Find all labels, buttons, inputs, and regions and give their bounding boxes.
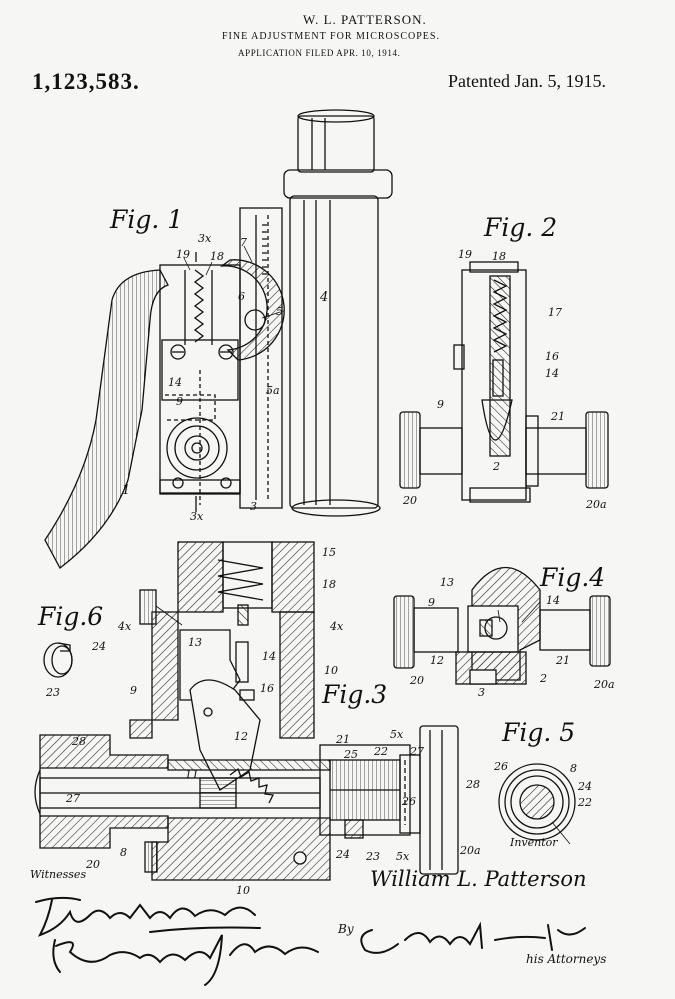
ref-label: 20a xyxy=(460,844,481,857)
ref-label: 5a xyxy=(266,384,280,397)
patent-number: 1,123,583. xyxy=(32,69,140,94)
ref-label: 19 xyxy=(458,248,472,261)
ref-label: 9 xyxy=(130,684,137,697)
ref-label: 14 xyxy=(168,376,182,389)
ref-label: 18 xyxy=(210,250,224,263)
ref-label: 23 xyxy=(366,850,380,863)
ref-label: 7 xyxy=(240,236,247,249)
ref-label: 10 xyxy=(236,884,250,897)
ref-label: 23 xyxy=(46,686,60,699)
fig4-label: Fig.4 xyxy=(540,563,606,592)
ref-label: 21 xyxy=(336,733,350,746)
ref-label: 21 xyxy=(556,654,570,667)
ref-label: 22 xyxy=(374,745,388,758)
patent-title: FINE ADJUSTMENT FOR MICROSCOPES. xyxy=(222,31,440,42)
ref-label: 15 xyxy=(322,546,336,559)
ref-label: 26 xyxy=(402,795,416,808)
witness-signature-1 xyxy=(35,896,261,937)
ref-label: 26 xyxy=(494,760,508,773)
fig6-label: Fig.6 xyxy=(38,602,104,631)
ref-label: 17 xyxy=(548,306,562,319)
ref-label: 28 xyxy=(466,778,480,791)
inventor-name: W. L. PATTERSON. xyxy=(303,12,427,27)
ref-label: 28 xyxy=(72,735,86,748)
ref-label: 9 xyxy=(176,395,183,408)
ref-label: 20a xyxy=(594,678,615,691)
ref-label: 3x xyxy=(198,232,212,245)
ref-label: 2 xyxy=(493,460,500,473)
patent-date: Patented Jan. 5, 1915. xyxy=(448,71,606,91)
ref-label: 11 xyxy=(185,768,199,781)
fig3-drawing xyxy=(34,541,459,881)
ref-label: 10 xyxy=(324,664,338,677)
fig5-drawing xyxy=(498,763,576,841)
ref-label: 27 xyxy=(66,792,80,805)
ref-label: 24 xyxy=(578,780,592,793)
ref-label: 19 xyxy=(176,248,190,261)
ref-label: 25 xyxy=(344,748,358,761)
witnesses-label: Witnesses xyxy=(30,868,87,881)
ref-label: 1 xyxy=(122,483,131,498)
fig2-drawing xyxy=(399,261,609,503)
ref-label: 21 xyxy=(551,410,565,423)
ref-label: 16 xyxy=(260,682,274,695)
application-filed: APPLICATION FILED APR. 10, 1914. xyxy=(238,48,401,58)
ref-label: 9 xyxy=(437,398,444,411)
inventor-label: Inventor xyxy=(510,836,558,849)
fig4-drawing xyxy=(393,566,611,685)
ref-label: 8 xyxy=(120,846,127,859)
ref-label: 27 xyxy=(410,745,424,758)
ref-label: 4 xyxy=(320,290,329,305)
fig1-drawing xyxy=(44,109,393,569)
ref-label: 20 xyxy=(410,674,424,687)
ref-label: 14 xyxy=(546,594,560,607)
ref-label: 18 xyxy=(322,578,336,591)
ref-label: 13 xyxy=(440,576,454,589)
ref-label: 13 xyxy=(188,636,202,649)
ref-label: 2 xyxy=(540,672,547,685)
fig1-label: Fig. 1 xyxy=(110,205,184,234)
ref-label: 3 xyxy=(478,686,485,699)
fig6-drawing xyxy=(43,642,73,678)
ref-label: 5 xyxy=(276,305,283,318)
fig2-label: Fig. 2 xyxy=(484,213,558,242)
ref-label: 12 xyxy=(234,730,248,743)
ref-label: 9 xyxy=(428,596,435,609)
ref-label: 18 xyxy=(492,250,506,263)
witness-signature-2 xyxy=(52,934,319,986)
ref-label: 14 xyxy=(545,367,559,380)
attorney-signature xyxy=(360,921,586,954)
ref-label: 4x xyxy=(118,620,132,633)
ref-label: 3 xyxy=(250,500,257,513)
ref-label: 20 xyxy=(403,494,417,507)
ref-label: 6 xyxy=(238,290,245,303)
ref-label: 24 xyxy=(92,640,106,653)
ref-label: 5x xyxy=(396,850,410,863)
fig3-label: Fig.3 xyxy=(322,680,388,709)
fig5-label: Fig. 5 xyxy=(502,718,576,747)
ref-label: 20 xyxy=(86,858,100,871)
ref-label: 12 xyxy=(430,654,444,667)
by-label: By xyxy=(338,922,354,936)
ref-label: 3x xyxy=(190,510,204,523)
ref-label: 24 xyxy=(336,848,350,861)
attorneys-label: his Attorneys xyxy=(526,952,607,966)
ref-label: 5x xyxy=(390,728,404,741)
ref-label: 20a xyxy=(586,498,607,511)
ref-label: 22 xyxy=(578,796,592,809)
ref-label: 16 xyxy=(545,350,559,363)
ref-label: 14 xyxy=(262,650,276,663)
ref-label: 4x xyxy=(330,620,344,633)
ref-label: 8 xyxy=(570,762,577,775)
inventor-signature-name: William L. Patterson xyxy=(370,867,587,891)
